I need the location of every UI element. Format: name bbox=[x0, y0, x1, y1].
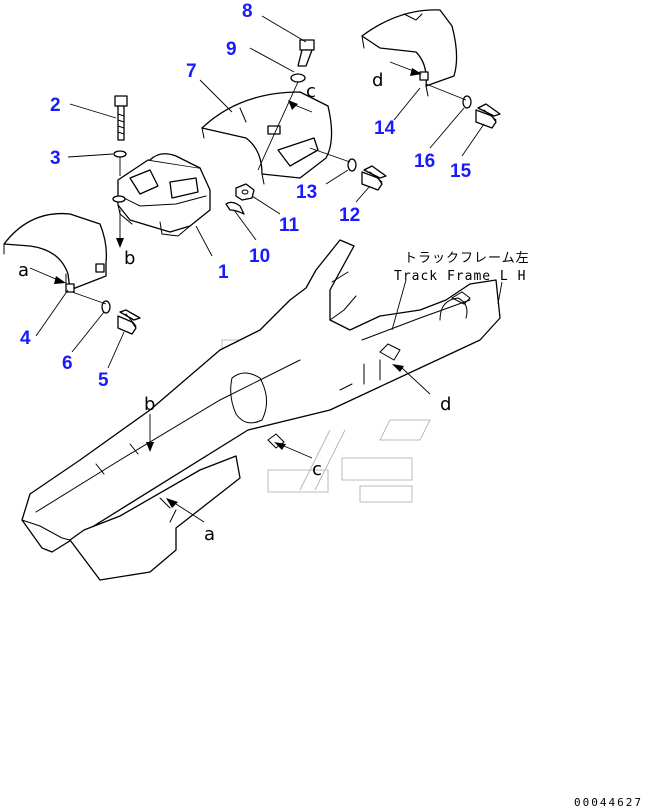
drawing-code: 00044627 bbox=[574, 796, 643, 809]
track-frame bbox=[21, 239, 501, 581]
callout-14: 14 bbox=[374, 118, 396, 139]
letter-a-cover: a bbox=[18, 260, 29, 281]
callout-10: 10 bbox=[249, 246, 270, 267]
arrow-c-frame bbox=[274, 442, 286, 450]
part-14-cover bbox=[361, 9, 458, 97]
part-10-clip bbox=[225, 201, 245, 215]
callout-11: 11 bbox=[279, 215, 300, 236]
part-7-cover bbox=[201, 91, 333, 185]
arrow-d-frame bbox=[392, 364, 404, 372]
callout-3: 3 bbox=[50, 148, 61, 169]
frame-label-english: Track Frame L H bbox=[394, 269, 526, 284]
letter-c-cover: c bbox=[306, 81, 316, 102]
part-11-nut bbox=[235, 183, 255, 201]
arrow-a-cover bbox=[54, 276, 66, 284]
letter-d-frame: d bbox=[440, 394, 451, 415]
callout-13: 13 bbox=[296, 182, 317, 203]
arrow-b-frame bbox=[146, 442, 154, 452]
callout-8: 8 bbox=[242, 1, 253, 22]
callout-12: 12 bbox=[339, 205, 360, 226]
part-1-bracket bbox=[112, 153, 211, 237]
arrow-a-frame bbox=[166, 498, 178, 508]
arrow-d-cover bbox=[410, 68, 422, 76]
part-12-bolt bbox=[361, 165, 387, 191]
part-15-bolt bbox=[475, 103, 501, 129]
part-13-washer bbox=[347, 158, 357, 172]
letter-c-frame: c bbox=[312, 459, 322, 480]
part-5-bolt bbox=[117, 309, 141, 335]
callout-5: 5 bbox=[98, 370, 109, 391]
callout-4: 4 bbox=[20, 328, 31, 349]
part-8-bolt bbox=[297, 39, 315, 67]
part-4-cover bbox=[3, 212, 108, 293]
callout-6: 6 bbox=[62, 353, 73, 374]
part-16-washer bbox=[462, 95, 472, 109]
callout-7: 7 bbox=[186, 61, 197, 82]
callout-15: 15 bbox=[450, 161, 472, 182]
part-9-washer bbox=[290, 73, 306, 83]
letter-a-frame: a bbox=[204, 524, 215, 545]
letter-d-cover: d bbox=[372, 70, 383, 91]
letter-b-bracket: b bbox=[124, 248, 135, 269]
callout-16: 16 bbox=[414, 151, 435, 172]
part-2-bolt bbox=[114, 95, 128, 141]
part-3-washer bbox=[113, 150, 127, 158]
arrow-c-cover bbox=[288, 100, 298, 110]
letter-b-frame: b bbox=[144, 394, 155, 415]
part-6-washer bbox=[101, 300, 111, 314]
arrow-b-cover bbox=[116, 238, 124, 248]
callout-9: 9 bbox=[226, 39, 237, 60]
callout-2: 2 bbox=[50, 95, 61, 116]
callout-1: 1 bbox=[218, 262, 229, 283]
frame-label-japanese: トラックフレーム左 bbox=[404, 251, 530, 266]
